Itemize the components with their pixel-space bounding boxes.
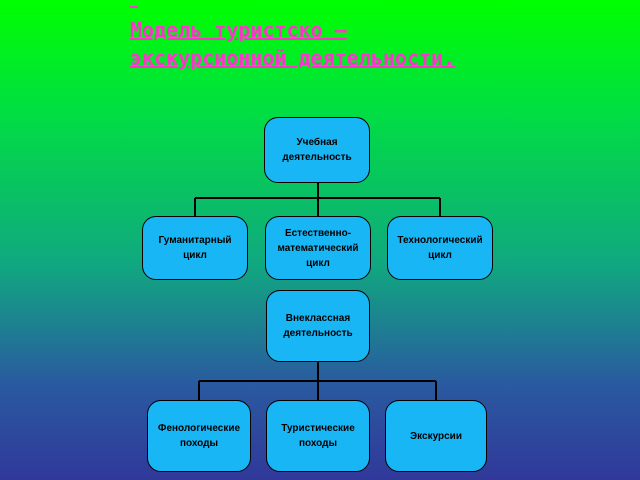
node-tourist-trips: Туристические походы: [266, 400, 370, 472]
node-natural-math-cycle-label: Естественно-математический цикл: [277, 227, 359, 269]
node-educational-activity-label: Учебная деятельность: [282, 137, 352, 163]
node-extracurricular-activity: Внеклассная деятельность: [266, 290, 370, 362]
node-phenological-trips: Фенологические походы: [147, 400, 251, 472]
node-excursions: Экскурсии: [385, 400, 487, 472]
node-technological-cycle: Технологический цикл: [387, 216, 493, 280]
node-humanitarian-cycle: Гуманитарный цикл: [142, 216, 248, 280]
node-excursions-label: Экскурсии: [410, 430, 462, 442]
title-mark: [130, 6, 138, 8]
node-extracurricular-activity-label: Внеклассная деятельность: [283, 313, 353, 339]
node-natural-math-cycle: Естественно-математический цикл: [265, 216, 371, 280]
node-humanitarian-cycle-label: Гуманитарный цикл: [158, 235, 232, 261]
node-educational-activity: Учебная деятельность: [264, 117, 370, 183]
node-technological-cycle-label: Технологический цикл: [397, 235, 483, 261]
slide-title: Модель туристско – экскурсионной деятель…: [130, 18, 456, 70]
node-tourist-trips-label: Туристические походы: [281, 423, 355, 449]
node-phenological-trips-label: Фенологические походы: [157, 423, 241, 449]
